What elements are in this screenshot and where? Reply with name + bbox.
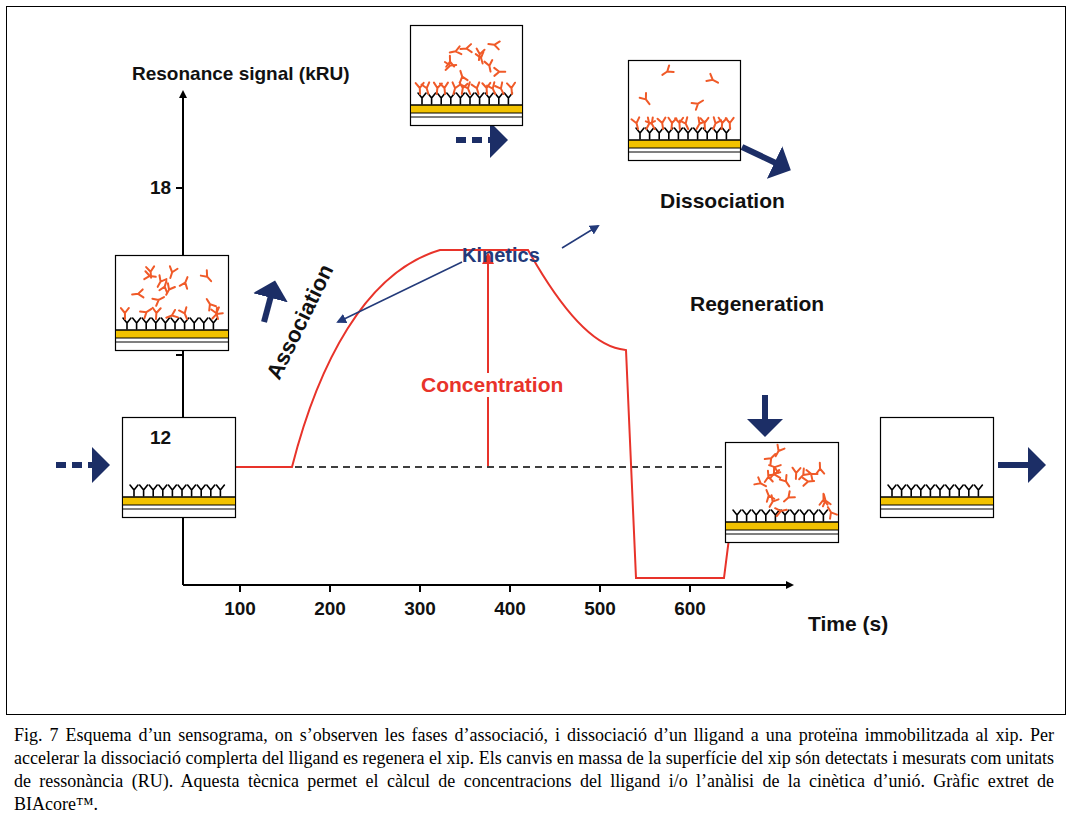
flow-arrows [56, 140, 1034, 465]
chip-inset [628, 61, 741, 161]
phase-label: Regeneration [690, 292, 824, 316]
tick-label: 300 [404, 598, 436, 620]
chip-inset [410, 26, 523, 126]
axis-title: Resonance signal (kRU) [132, 63, 350, 85]
axis-title: Time (s) [808, 612, 888, 636]
chip-inset [115, 256, 229, 351]
axes [176, 92, 792, 592]
baseline [235, 466, 735, 468]
tick-label: 100 [224, 598, 256, 620]
chip-inset [122, 418, 236, 518]
chip-inset [725, 443, 839, 543]
tick-label: 400 [494, 598, 526, 620]
tick-label: 12 [150, 427, 171, 449]
kinetics-arrow [338, 262, 462, 322]
figure-frame [7, 7, 1066, 715]
tick-label: 18 [150, 177, 171, 199]
tick-label: 500 [584, 598, 616, 620]
kinetics-arrow [562, 226, 598, 248]
phase-label: Dissociation [660, 189, 785, 213]
annotation-label: Concentration [418, 373, 566, 397]
figure-caption: Fig. 7 Esquema d’un sensograma, on s’obs… [14, 724, 1054, 816]
chip-insets [115, 26, 994, 543]
tick-label: 600 [674, 598, 706, 620]
concentration-arrow [487, 254, 489, 466]
chip-inset [880, 418, 994, 518]
tick-label: 200 [314, 598, 346, 620]
annotation-label: Kinetics [462, 244, 540, 267]
